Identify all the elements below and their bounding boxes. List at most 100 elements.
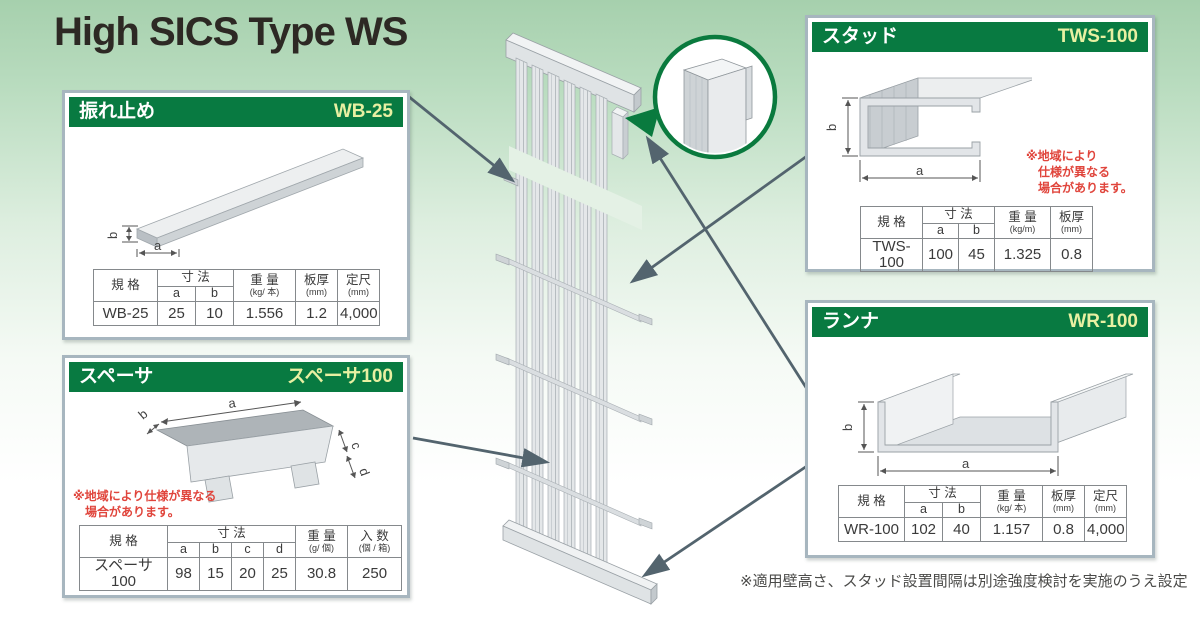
furedome-product-image: b a [105, 148, 365, 257]
panel-furedome-model: WB-25 [333, 101, 393, 122]
runner-product-image: b a [840, 373, 1134, 476]
cell-thickness: 0.8 [1050, 238, 1094, 272]
col-b: b [194, 286, 235, 302]
panel-runner-header: ランナ WR-100 [812, 307, 1148, 337]
leader-arrows [407, 94, 809, 578]
col-thickness: 板厚(mm) [295, 269, 339, 302]
spacer-product-image: a b c d [135, 395, 373, 503]
cell-a: 98 [167, 557, 200, 591]
arrow-runner-bottom [641, 464, 808, 578]
col-sunpo: 寸 法 [903, 485, 982, 503]
footer-note: ※適用壁高さ、スタッド設置間隔は別途強度検討を実施のうえ設定 [740, 573, 1188, 590]
cell-c: 20 [231, 557, 264, 591]
col-weight: 重 量(g/ 個) [295, 525, 349, 558]
dim-label-a: a [227, 395, 237, 411]
col-quantity: 入 数(個 / 箱) [347, 525, 403, 558]
col-a: a [167, 542, 200, 558]
col-kikaku: 規 格 [79, 525, 168, 558]
cell-weight: 30.8 [295, 557, 349, 591]
col-d: d [262, 542, 297, 558]
cell-b: 40 [941, 517, 982, 542]
col-a: a [904, 502, 943, 518]
cell-b: 10 [194, 301, 235, 326]
panel-spacer-title: スペーサ [79, 366, 154, 387]
dim-label-b: b [135, 406, 150, 422]
arrow-spacer [412, 436, 551, 468]
col-sunpo: 寸 法 [921, 206, 996, 224]
cell-quantity: 250 [347, 557, 403, 591]
spacer-region-note: ※地域により仕様が異なる 場合があります。 [73, 489, 217, 520]
col-kikaku: 規 格 [93, 269, 158, 302]
cell-length: 4,000 [1084, 517, 1128, 542]
panel-furedome: 振れ止め WB-25 b a 規 格 寸 法 重 量(kg/ 本) 板厚(mm)… [62, 90, 410, 340]
cell-a: 25 [157, 301, 196, 326]
dim-label-a: a [962, 456, 970, 471]
arrow-runner-top [645, 135, 809, 390]
spacer-spec-table: 規 格 寸 法 重 量(g/ 個) 入 数(個 / 箱) a b c d スペー… [79, 525, 403, 591]
dim-label-b: b [105, 232, 120, 239]
col-b: b [941, 502, 982, 518]
col-kikaku: 規 格 [838, 485, 905, 518]
top-runner-illustration [505, 32, 642, 113]
col-weight: 重 量(kg/ 本) [233, 269, 297, 302]
cell-kikaku: スペーサ100 [79, 557, 168, 591]
panel-spacer-model: スペーサ100 [287, 366, 393, 387]
col-weight: 重 量(kg/m) [994, 206, 1052, 239]
panel-furedome-header: 振れ止め WB-25 [69, 97, 403, 127]
col-c: c [231, 542, 264, 558]
cell-b: 45 [957, 238, 996, 272]
cell-weight: 1.556 [233, 301, 297, 326]
panel-runner-title: ランナ [822, 311, 880, 332]
dim-label-b: b [840, 424, 855, 431]
bracing-tab [503, 173, 519, 187]
col-weight: 重 量(kg/ 本) [980, 485, 1044, 518]
arrow-furedome [407, 94, 516, 183]
col-thickness: 板厚(mm) [1042, 485, 1086, 518]
dim-label-d: d [356, 466, 373, 478]
col-b: b [957, 223, 996, 239]
col-a: a [922, 223, 959, 239]
panel-stud-title: スタッド [822, 26, 899, 47]
wall-studs-illustration [515, 57, 608, 584]
col-kikaku: 規 格 [860, 206, 923, 239]
cell-kikaku: WR-100 [838, 517, 905, 542]
panel-runner-model: WR-100 [1068, 311, 1138, 332]
cell-a: 100 [922, 238, 959, 272]
cell-b: 15 [199, 557, 232, 591]
bracing-rows-illustration [495, 253, 653, 530]
cell-length: 4,000 [337, 301, 381, 326]
cell-a: 102 [904, 517, 943, 542]
callout-pointer [625, 107, 660, 137]
panel-runner: ランナ WR-100 b a 規 格 寸 法 重 量(kg/ 本) 板厚(mm)… [805, 300, 1155, 558]
col-length: 定尺(mm) [337, 269, 381, 302]
dim-label-b: b [824, 124, 839, 131]
stud-spec-table: 規 格 寸 法 重 量(kg/m) 板厚(mm) a b TWS-100 100… [860, 206, 1094, 272]
furedome-spec-table: 規 格 寸 法 重 量(kg/ 本) 板厚(mm) 定尺(mm) a b WB-… [93, 269, 381, 326]
cell-kikaku: TWS-100 [860, 238, 923, 272]
dim-label-a: a [916, 163, 924, 178]
col-length: 定尺(mm) [1084, 485, 1128, 518]
panel-spacer: スペーサ スペーサ100 a b c d ※地域により仕様が異なる 場合がありま… [62, 355, 410, 598]
cell-weight: 1.325 [994, 238, 1052, 272]
bottom-runner-illustration [502, 519, 658, 605]
stud-product-image: b a [824, 77, 1032, 182]
arrow-stud [629, 154, 808, 284]
col-thickness: 板厚(mm) [1050, 206, 1094, 239]
panel-stud: スタッド TWS-100 b a ※地域により 仕様が異なる 場合があります。 … [805, 15, 1155, 272]
col-b: b [199, 542, 232, 558]
cell-weight: 1.157 [980, 517, 1044, 542]
col-a: a [157, 286, 196, 302]
panel-furedome-title: 振れ止め [79, 101, 156, 122]
stud-detail-callout [652, 34, 778, 160]
panel-spacer-header: スペーサ スペーサ100 [69, 362, 403, 392]
col-sunpo: 寸 法 [156, 269, 235, 287]
detached-stud-illustration [611, 106, 629, 160]
cell-thickness: 1.2 [295, 301, 339, 326]
col-sunpo: 寸 法 [166, 525, 297, 543]
cell-kikaku: WB-25 [93, 301, 158, 326]
stud-region-note: ※地域により 仕様が異なる 場合があります。 [1026, 149, 1133, 196]
runner-spec-table: 規 格 寸 法 重 量(kg/ 本) 板厚(mm) 定尺(mm) a b WR-… [838, 485, 1128, 542]
cell-thickness: 0.8 [1042, 517, 1086, 542]
dim-label-a: a [154, 238, 162, 253]
panel-stud-header: スタッド TWS-100 [812, 22, 1148, 52]
